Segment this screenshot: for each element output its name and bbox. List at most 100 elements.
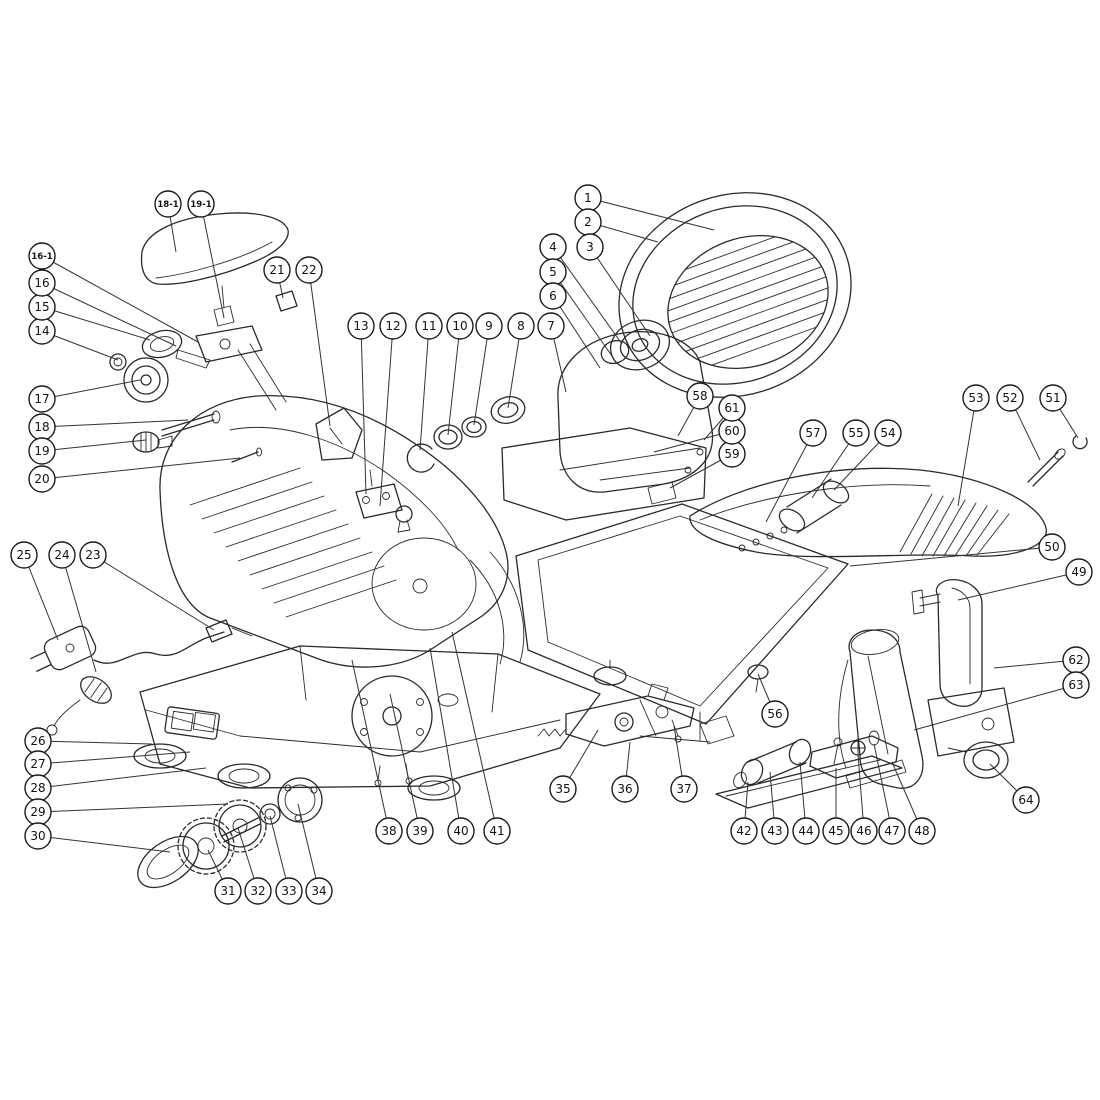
balloon-circle — [263, 256, 291, 284]
balloon-circle — [730, 817, 758, 845]
leader-line — [873, 743, 893, 832]
power-cord — [30, 619, 253, 736]
callout-11: 11 — [415, 312, 443, 451]
callout-48: 48 — [891, 761, 936, 845]
balloon-circle — [576, 233, 604, 261]
callout-4: 4 — [539, 233, 623, 345]
balloon-label: 35 — [555, 782, 570, 796]
balloon-label: 16 — [34, 276, 49, 290]
callout-29: 29 — [24, 798, 229, 826]
callout-55: 55 — [811, 419, 870, 499]
balloon-circle — [761, 817, 789, 845]
power-switch[interactable] — [164, 706, 220, 740]
balloon-circle — [537, 312, 565, 340]
callout-20: 20 — [28, 457, 241, 493]
callout-2: 2 — [574, 208, 659, 243]
blade-ring — [618, 192, 852, 398]
callout-7: 7 — [537, 312, 567, 393]
balloon-circle — [718, 394, 746, 422]
balloon-label: 21 — [269, 263, 284, 277]
callout-19: 19 — [28, 437, 147, 465]
callout-22: 22 — [295, 256, 331, 427]
callout-51: 51 — [1039, 384, 1079, 439]
leader-line — [507, 325, 522, 409]
balloon-label: 51 — [1045, 391, 1060, 405]
blade-mount-plate — [371, 537, 477, 631]
right-handle — [911, 579, 1015, 757]
balloon-label: 30 — [30, 829, 45, 843]
leader-line — [41, 379, 141, 400]
callout-37: 37 — [670, 725, 698, 803]
balloon-label: 39 — [412, 824, 427, 838]
leader-line — [765, 432, 814, 523]
callout-44: 44 — [792, 761, 820, 845]
leader-line — [379, 325, 394, 507]
circlip — [406, 443, 435, 473]
balloon-label: 25 — [16, 548, 31, 562]
latch-bracket — [275, 290, 363, 461]
leader-line — [37, 751, 191, 765]
callout-24: 24 — [48, 541, 97, 673]
callout-45: 45 — [822, 768, 850, 845]
balloon-label: 61 — [724, 401, 739, 415]
balloon-circle — [996, 384, 1024, 412]
gear-wheel — [213, 799, 267, 853]
balloon-circle — [962, 384, 990, 412]
balloon-label: 23 — [85, 548, 100, 562]
callout-41: 41 — [451, 631, 511, 845]
cover-hatch — [899, 493, 1010, 557]
right-top-cover — [689, 467, 1047, 558]
callout-15: 15 — [28, 293, 151, 341]
callout-60: 60 — [653, 417, 746, 453]
pusher-arm — [838, 629, 924, 789]
balloon-label: 13 — [353, 319, 368, 333]
balloon-label: 6 — [549, 289, 557, 303]
blade-slots — [667, 234, 829, 370]
balloon-label: 43 — [767, 824, 782, 838]
machine-base — [133, 645, 601, 801]
balloon-circle — [842, 419, 870, 447]
balloon-label: 44 — [798, 824, 813, 838]
balloon-circle — [28, 437, 56, 465]
callout-40: 40 — [429, 647, 475, 845]
callout-3: 3 — [576, 233, 651, 337]
balloon-circle — [1012, 786, 1040, 814]
leader-line — [552, 295, 601, 369]
balloon-circle — [275, 877, 303, 905]
balloon-label: 17 — [34, 392, 49, 406]
balloon-label: 19-1 — [190, 200, 211, 210]
balloon-circle — [1065, 558, 1093, 586]
leader-line — [429, 647, 462, 832]
callout-43: 43 — [761, 771, 789, 845]
callout-12: 12 — [379, 312, 407, 507]
leader-line — [41, 306, 151, 341]
callout-52: 52 — [996, 384, 1041, 461]
callout-32: 32 — [237, 827, 272, 905]
crank-handle — [137, 835, 199, 889]
callout-25: 25 — [10, 541, 59, 641]
balloon-circle — [799, 419, 827, 447]
callout-33: 33 — [269, 815, 303, 905]
leader-line — [37, 740, 153, 745]
leader-line — [552, 271, 613, 357]
balloon-label: 2 — [584, 215, 592, 229]
balloon-label: 37 — [676, 782, 691, 796]
balloon-circle — [850, 817, 878, 845]
balloon-label: 58 — [692, 389, 707, 403]
leader-line — [37, 767, 207, 789]
balloon-circle — [154, 190, 182, 218]
callout-39: 39 — [389, 693, 434, 845]
balloon-label: 20 — [34, 472, 49, 486]
balloon-label: 40 — [453, 824, 468, 838]
balloon-circle — [549, 775, 577, 803]
leader-line — [473, 325, 490, 426]
bearing-rings — [406, 396, 526, 473]
balloon-circle — [415, 312, 443, 340]
callout-18: 18 — [28, 413, 189, 441]
leader-line — [447, 325, 461, 436]
leader-line — [41, 439, 147, 452]
balloon-circle — [874, 419, 902, 447]
